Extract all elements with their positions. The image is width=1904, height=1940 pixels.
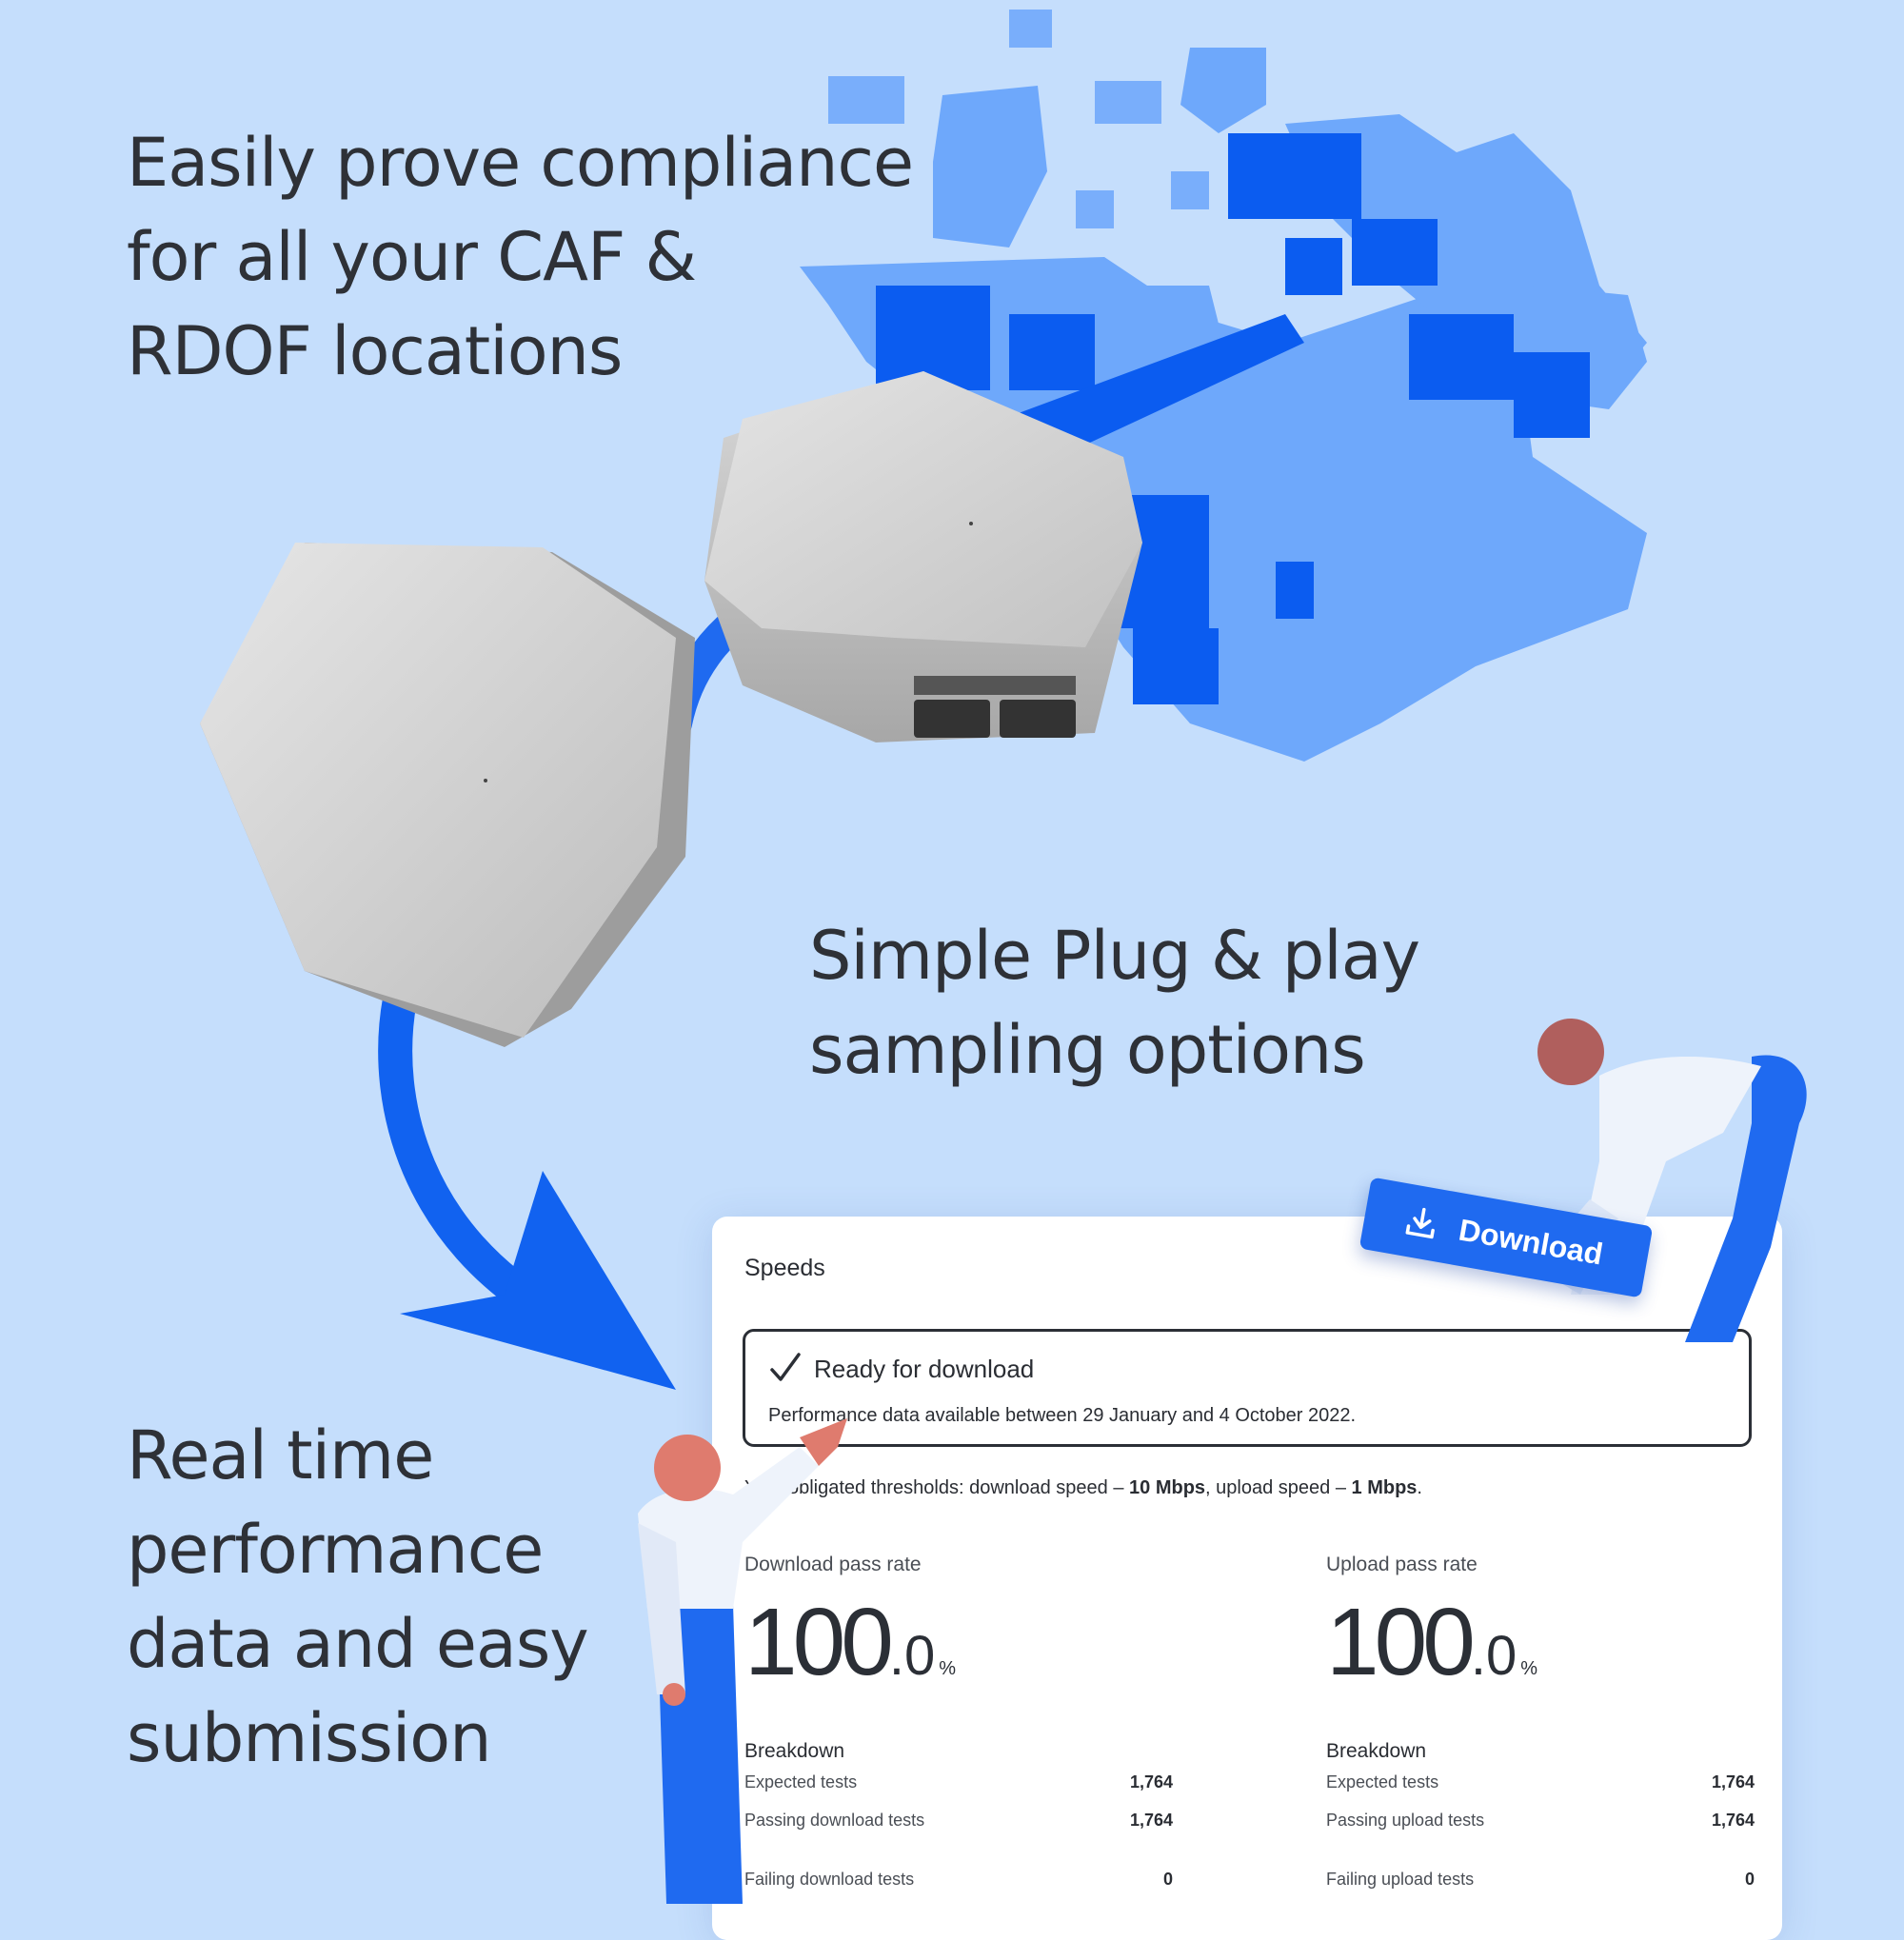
value-unit: % xyxy=(1520,1658,1538,1679)
headline-line: sampling options xyxy=(809,1011,1366,1089)
breakdown-row: Expected tests 1,764 xyxy=(744,1763,1173,1801)
headline-line: RDOF locations xyxy=(127,312,623,390)
row-label: Passing download tests xyxy=(744,1811,925,1830)
download-pass-rate-value: 100.0% xyxy=(744,1588,1173,1695)
person-illustration-left xyxy=(638,1418,847,1904)
row-value: 1,764 xyxy=(1711,1772,1755,1792)
row-value: 1,764 xyxy=(1129,1772,1173,1792)
row-label: Failing download tests xyxy=(744,1870,915,1889)
row-value: 1,764 xyxy=(1129,1811,1173,1830)
upload-pass-rate-label: Upload pass rate xyxy=(1326,1554,1478,1575)
speeds-panel: Speeds i Ready for download Performance … xyxy=(712,1217,1782,1940)
breakdown-row: Failing upload tests 0 xyxy=(1326,1860,1755,1898)
row-label: Expected tests xyxy=(744,1772,858,1792)
thresholds-prefix: Your obligated thresholds: download spee… xyxy=(744,1477,1130,1498)
breakdown-row: Failing download tests 0 xyxy=(744,1860,1173,1898)
row-value: 1,764 xyxy=(1711,1811,1755,1830)
headline-line: for all your CAF & xyxy=(127,218,697,296)
value-unit: % xyxy=(939,1658,957,1679)
check-icon xyxy=(770,1353,801,1381)
row-value: 0 xyxy=(1744,1870,1755,1889)
coverage-map xyxy=(800,10,1647,762)
thresholds-middle: , upload speed – xyxy=(1205,1477,1352,1498)
panel-title: Speeds xyxy=(744,1255,825,1281)
headline-line: submission xyxy=(127,1699,492,1777)
thresholds-suffix: . xyxy=(1417,1477,1422,1498)
breakdown-row: Passing download tests 1,764 xyxy=(744,1801,1173,1839)
ready-status-box: Ready for download Performance data avai… xyxy=(743,1329,1752,1447)
download-metrics: Download pass rate 100.0% Breakdown Expe… xyxy=(744,1554,1173,1898)
download-pass-rate-label: Download pass rate xyxy=(744,1554,922,1575)
upload-pass-rate-value: 100.0% xyxy=(1326,1588,1755,1695)
sampling-device-front xyxy=(200,543,695,1047)
thresholds-text: Your obligated thresholds: download spee… xyxy=(744,1477,1422,1499)
headline-line: Easily prove compliance xyxy=(127,124,914,202)
ready-description: Performance data available between 29 Ja… xyxy=(768,1405,1357,1426)
ready-title: Ready for download xyxy=(814,1355,1035,1383)
map-scatter-tiles xyxy=(828,10,1209,228)
row-label: Failing upload tests xyxy=(1326,1870,1475,1889)
value-integer: 100 xyxy=(744,1589,894,1695)
value-decimal: .0 xyxy=(888,1625,936,1687)
row-value: 0 xyxy=(1162,1870,1173,1889)
headline-line: Real time xyxy=(127,1416,434,1495)
download-button[interactable]: Download xyxy=(1359,1177,1654,1298)
row-label: Expected tests xyxy=(1326,1772,1439,1792)
sampling-device-back xyxy=(704,371,1142,742)
breakdown-row: Passing upload tests 1,764 xyxy=(1326,1801,1755,1839)
download-threshold: 10 Mbps xyxy=(1129,1477,1206,1498)
breakdown-title: Breakdown xyxy=(744,1740,845,1762)
upload-threshold: 1 Mbps xyxy=(1351,1477,1418,1498)
upload-metrics: Upload pass rate 100.0% Breakdown Expect… xyxy=(1326,1554,1755,1898)
download-icon xyxy=(1405,1207,1435,1239)
headline-line: performance xyxy=(127,1511,544,1589)
value-integer: 100 xyxy=(1326,1589,1476,1695)
download-button-label: Download xyxy=(1456,1212,1606,1272)
real-time-headline: Real time performance data and easy subm… xyxy=(127,1409,660,1786)
breakdown-title: Breakdown xyxy=(1326,1740,1427,1762)
breakdown-row: Expected tests 1,764 xyxy=(1326,1763,1755,1801)
row-label: Passing upload tests xyxy=(1326,1811,1485,1830)
compliance-headline: Easily prove compliance for all your CAF… xyxy=(127,116,983,399)
plug-play-headline: Simple Plug & play sampling options xyxy=(809,909,1476,1098)
headline-line: Simple Plug & play xyxy=(809,917,1420,995)
value-decimal: .0 xyxy=(1470,1625,1517,1687)
person-illustration-right xyxy=(1533,1019,1807,1342)
headline-line: data and easy xyxy=(127,1605,589,1683)
flow-arrow xyxy=(378,990,676,1390)
